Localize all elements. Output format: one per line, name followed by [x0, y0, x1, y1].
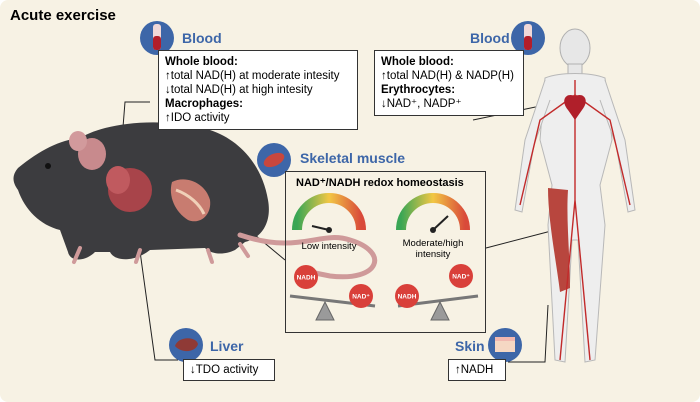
blood-human-line2: ↓NAD⁺, NADP⁺	[381, 98, 462, 110]
blood-mouse-heading2: Macrophages:	[165, 98, 243, 110]
ball-high-nad: NAD⁺	[449, 264, 473, 288]
muscle-box	[285, 171, 486, 333]
blood-human-header: Blood	[470, 30, 510, 46]
blood-tube-icon	[140, 21, 174, 55]
svg-text:NAD⁺: NAD⁺	[352, 294, 370, 301]
ball-low-nad: NAD⁺	[349, 284, 373, 308]
gauge-high	[396, 193, 470, 233]
gauge-low-label: Low intensity	[301, 241, 357, 252]
figure-title: Acute exercise	[10, 7, 116, 24]
gauge-high-label: Moderate/high intensity	[402, 238, 464, 260]
skin-icon	[488, 328, 522, 362]
blood-mouse-line2: ↓total NAD(H) at high intesity	[165, 84, 313, 96]
human-illustration	[514, 28, 636, 363]
gauge-low	[292, 193, 366, 233]
muscle-subtitle: NAD⁺/NADH redox homeostasis	[296, 177, 464, 189]
muscle-icon	[257, 143, 291, 177]
svg-text:NADH: NADH	[398, 294, 417, 301]
muscle-header: Skeletal muscle	[300, 150, 406, 166]
mouse-illustration	[13, 122, 378, 280]
blood-human-heading2: Erythrocytes:	[381, 84, 456, 96]
blood-mouse-line3: ↑IDO activity	[165, 112, 230, 124]
blood-mouse-line1: ↑total NAD(H) at moderate intesity	[165, 70, 340, 82]
liver-icon	[169, 328, 203, 362]
blood-mouse-box: Whole blood: ↑total NAD(H) at moderate i…	[158, 50, 358, 130]
skin-text: ↑NADH	[455, 364, 494, 376]
blood-mouse-heading1: Whole blood:	[165, 56, 238, 68]
blood-tube-icon	[511, 21, 545, 55]
liver-header: Liver	[210, 338, 244, 354]
liver-text: ↓TDO activity	[190, 364, 259, 376]
ball-low-nadh: NADH	[294, 265, 318, 289]
skin-box: ↑NADH	[448, 359, 506, 381]
ball-high-nadh: NADH	[395, 284, 419, 308]
svg-text:NAD⁺: NAD⁺	[452, 274, 470, 281]
blood-mouse-header: Blood	[182, 30, 222, 46]
skin-header: Skin	[455, 338, 485, 354]
blood-human-heading1: Whole blood:	[381, 56, 454, 68]
liver-box: ↓TDO activity	[183, 359, 275, 381]
svg-text:NADH: NADH	[297, 275, 316, 282]
blood-human-line1: ↑total NAD(H) & NADP(H)	[381, 70, 514, 82]
blood-human-box: Whole blood: ↑total NAD(H) & NADP(H) Ery…	[374, 50, 524, 116]
